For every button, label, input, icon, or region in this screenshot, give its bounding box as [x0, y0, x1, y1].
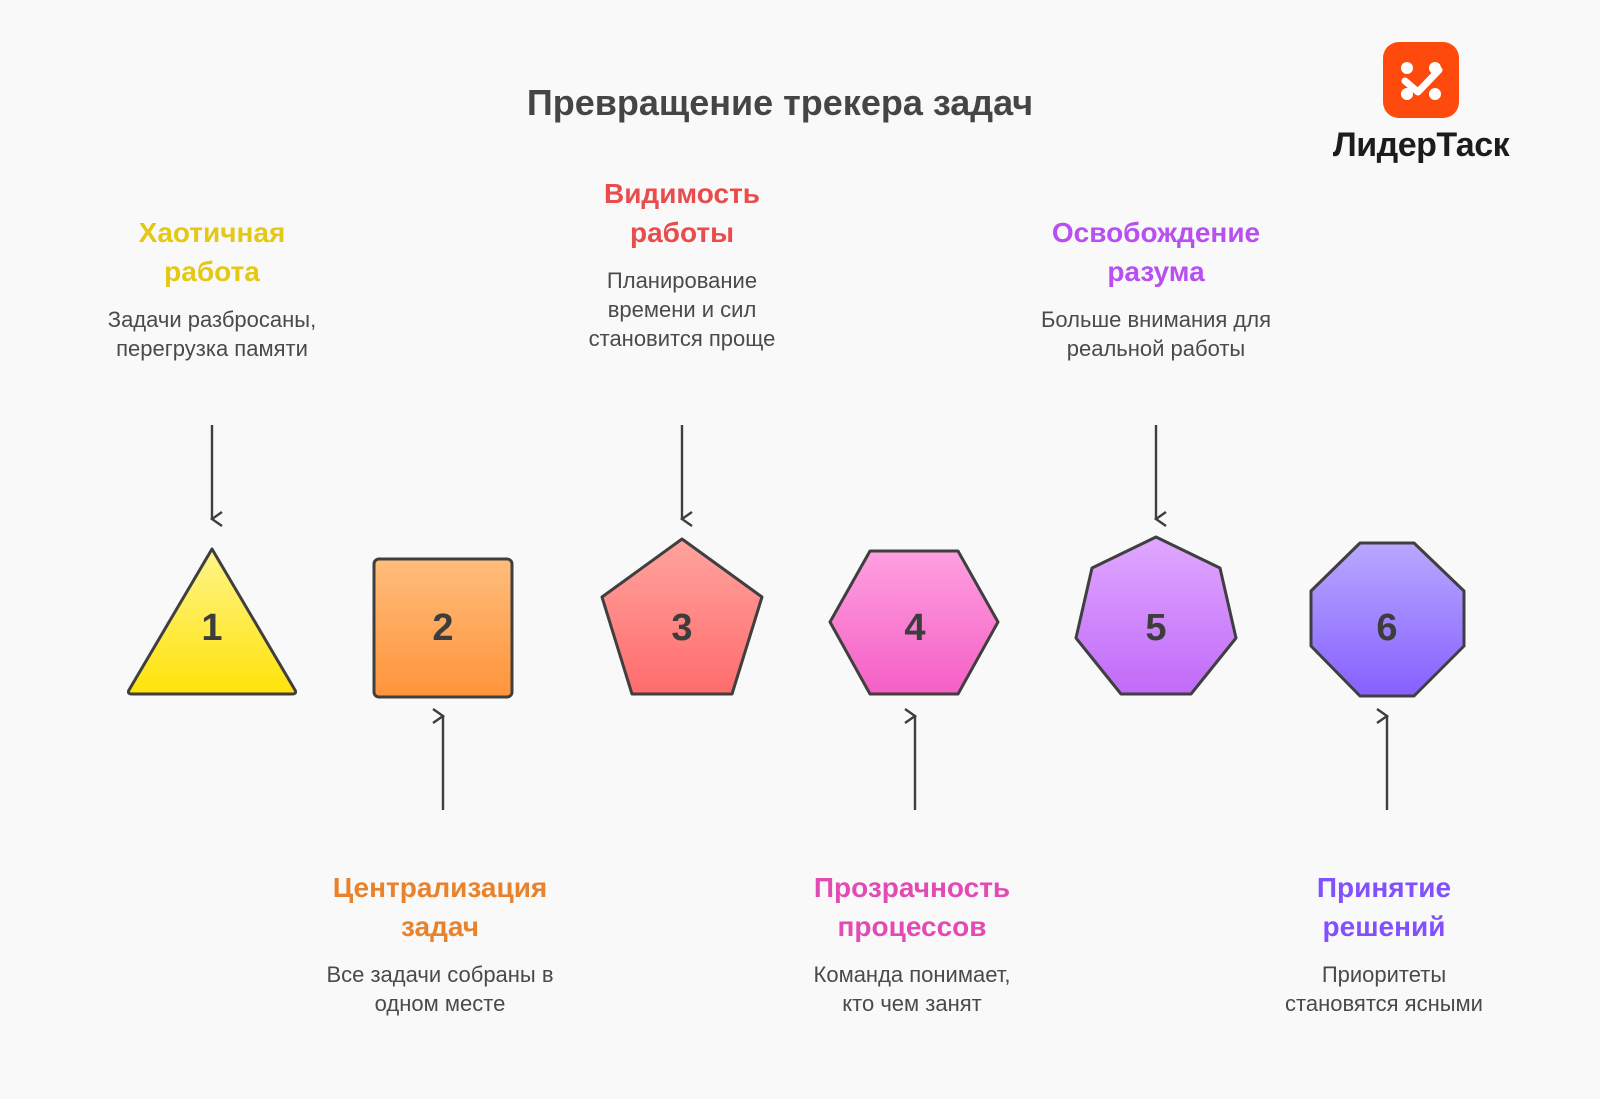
step-4-heading: Прозрачность процессов [813, 872, 1011, 942]
step-2-label: Централизация задач Все задачи собраны в… [290, 868, 590, 1018]
step-1-triangle [126, 547, 298, 696]
step-5-heptagon [1074, 535, 1238, 696]
step-6-description: Приоритеты становятся ясными [1285, 962, 1483, 1016]
step-4-description: Команда понимает, кто чем занят [813, 962, 1011, 1016]
step-4-label: Прозрачность процессов Команда понимает,… [762, 868, 1062, 1018]
step-6-heading: Принятие решений [1316, 872, 1452, 942]
step-3-description: Планирование времени и сил становится пр… [588, 268, 776, 351]
logo-wordmark: ЛидерТаск [1332, 126, 1510, 164]
step-2-heading: Централизация задач [332, 872, 548, 942]
step-3-label: Видимость работы Планирование времени и … [532, 174, 832, 353]
step-2-description: Все задачи собраны в одном месте [326, 962, 554, 1016]
step-1-label: Хаотичная работа Задачи разбросаны, пере… [62, 213, 362, 363]
step-1-description: Задачи разбросаны, перегрузка памяти [107, 307, 317, 361]
step-4-number: 4 [904, 607, 925, 649]
step-5-number: 5 [1145, 607, 1166, 649]
step-3-pentagon [600, 537, 764, 696]
step-2-square [372, 557, 514, 699]
step-3-heading: Видимость работы [604, 178, 760, 248]
step-6-label: Принятие решений Приоритеты становятся я… [1234, 868, 1534, 1018]
step-5-heading: Освобождение разума [1051, 217, 1261, 287]
lidertask-logo-icon [1383, 42, 1459, 118]
step-2-number: 2 [432, 607, 453, 649]
diagram-title: Превращение трекера задач [526, 82, 1034, 123]
step-3-number: 3 [671, 607, 692, 649]
step-6-octagon [1309, 541, 1466, 698]
brand-logo: ЛидерТаск [1318, 40, 1524, 165]
step-5-description: Больше внимания для реальной работы [1040, 307, 1272, 361]
step-4-hexagon [828, 549, 1000, 696]
step-5-label: Освобождение разума Больше внимания для … [1006, 213, 1306, 363]
step-6-number: 6 [1376, 607, 1397, 649]
step-1-heading: Хаотичная работа [138, 217, 286, 287]
step-1-number: 1 [201, 607, 222, 649]
